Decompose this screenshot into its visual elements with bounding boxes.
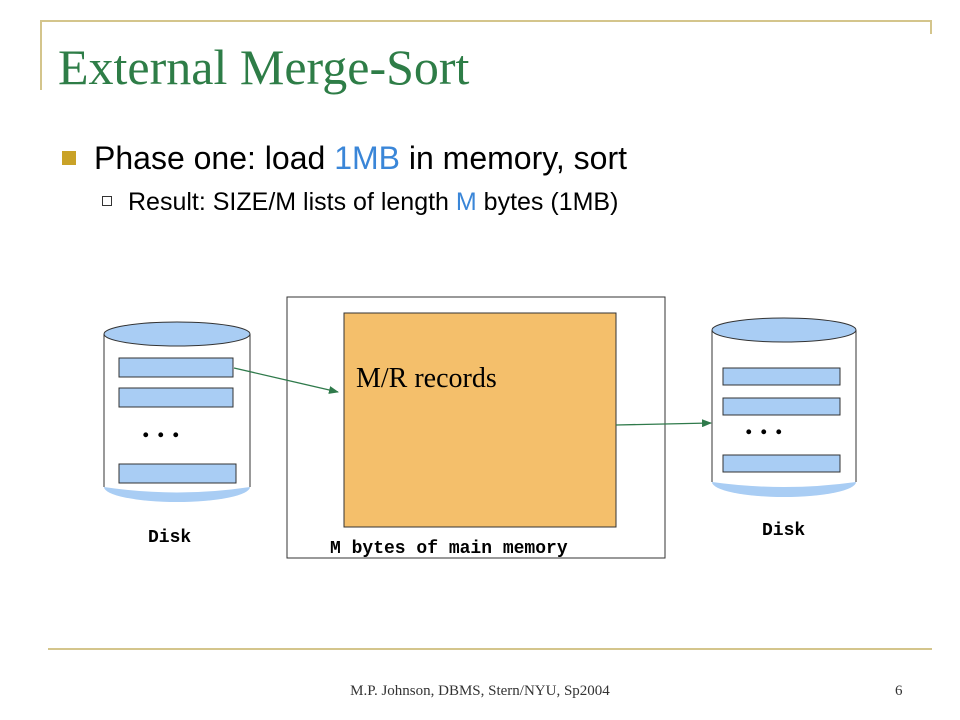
bullet2-highlight: M bbox=[455, 188, 477, 216]
left-disk: . . . bbox=[103, 321, 251, 502]
bullet-result: Result: SIZE/M lists of length M bytes (… bbox=[102, 188, 618, 217]
footer-credit: M.P. Johnson, DBMS, Stern/NYU, Sp2004 bbox=[350, 683, 610, 699]
right-disk-block-1 bbox=[722, 367, 841, 386]
frame-right-rule bbox=[930, 20, 932, 34]
right-disk-block-2 bbox=[722, 397, 841, 416]
slide-title: External Merge-Sort bbox=[58, 39, 470, 95]
frame-left-rule bbox=[40, 20, 42, 90]
page-number: 6 bbox=[895, 683, 903, 699]
frame-top-rule bbox=[40, 20, 932, 22]
right-disk-label: Disk bbox=[762, 521, 805, 541]
bullet-square-icon bbox=[62, 150, 76, 165]
bullet2-prefix: Result: SIZE/M lists of length bbox=[128, 188, 456, 216]
left-disk-block-1 bbox=[118, 357, 234, 378]
bullet1-prefix: Phase one: load bbox=[94, 140, 335, 176]
arrow-disk-to-memory bbox=[233, 367, 339, 394]
left-disk-block-3 bbox=[118, 463, 237, 484]
bullet1-suffix: in memory, sort bbox=[399, 140, 627, 176]
records-block bbox=[343, 312, 617, 528]
records-label: M/R records bbox=[356, 363, 497, 394]
left-disk-top bbox=[103, 321, 251, 347]
right-disk: . . . bbox=[711, 317, 857, 497]
left-disk-ellipsis: . . . bbox=[142, 411, 180, 444]
right-disk-ellipsis: . . . bbox=[745, 408, 783, 441]
memory-label: M bytes of main memory bbox=[330, 539, 568, 559]
arrow-memory-to-disk bbox=[615, 419, 712, 428]
left-disk-label: Disk bbox=[148, 528, 191, 548]
footer-rule bbox=[48, 648, 932, 650]
sub-bullet-square-icon bbox=[102, 196, 112, 207]
bullet-phase-one: Phase one: load 1MB in memory, sort bbox=[62, 140, 627, 177]
right-disk-top bbox=[711, 317, 857, 343]
left-disk-block-2 bbox=[118, 387, 234, 408]
right-disk-block-3 bbox=[722, 454, 841, 473]
bullet2-suffix: bytes (1MB) bbox=[476, 188, 619, 216]
bullet1-highlight: 1MB bbox=[334, 140, 400, 176]
